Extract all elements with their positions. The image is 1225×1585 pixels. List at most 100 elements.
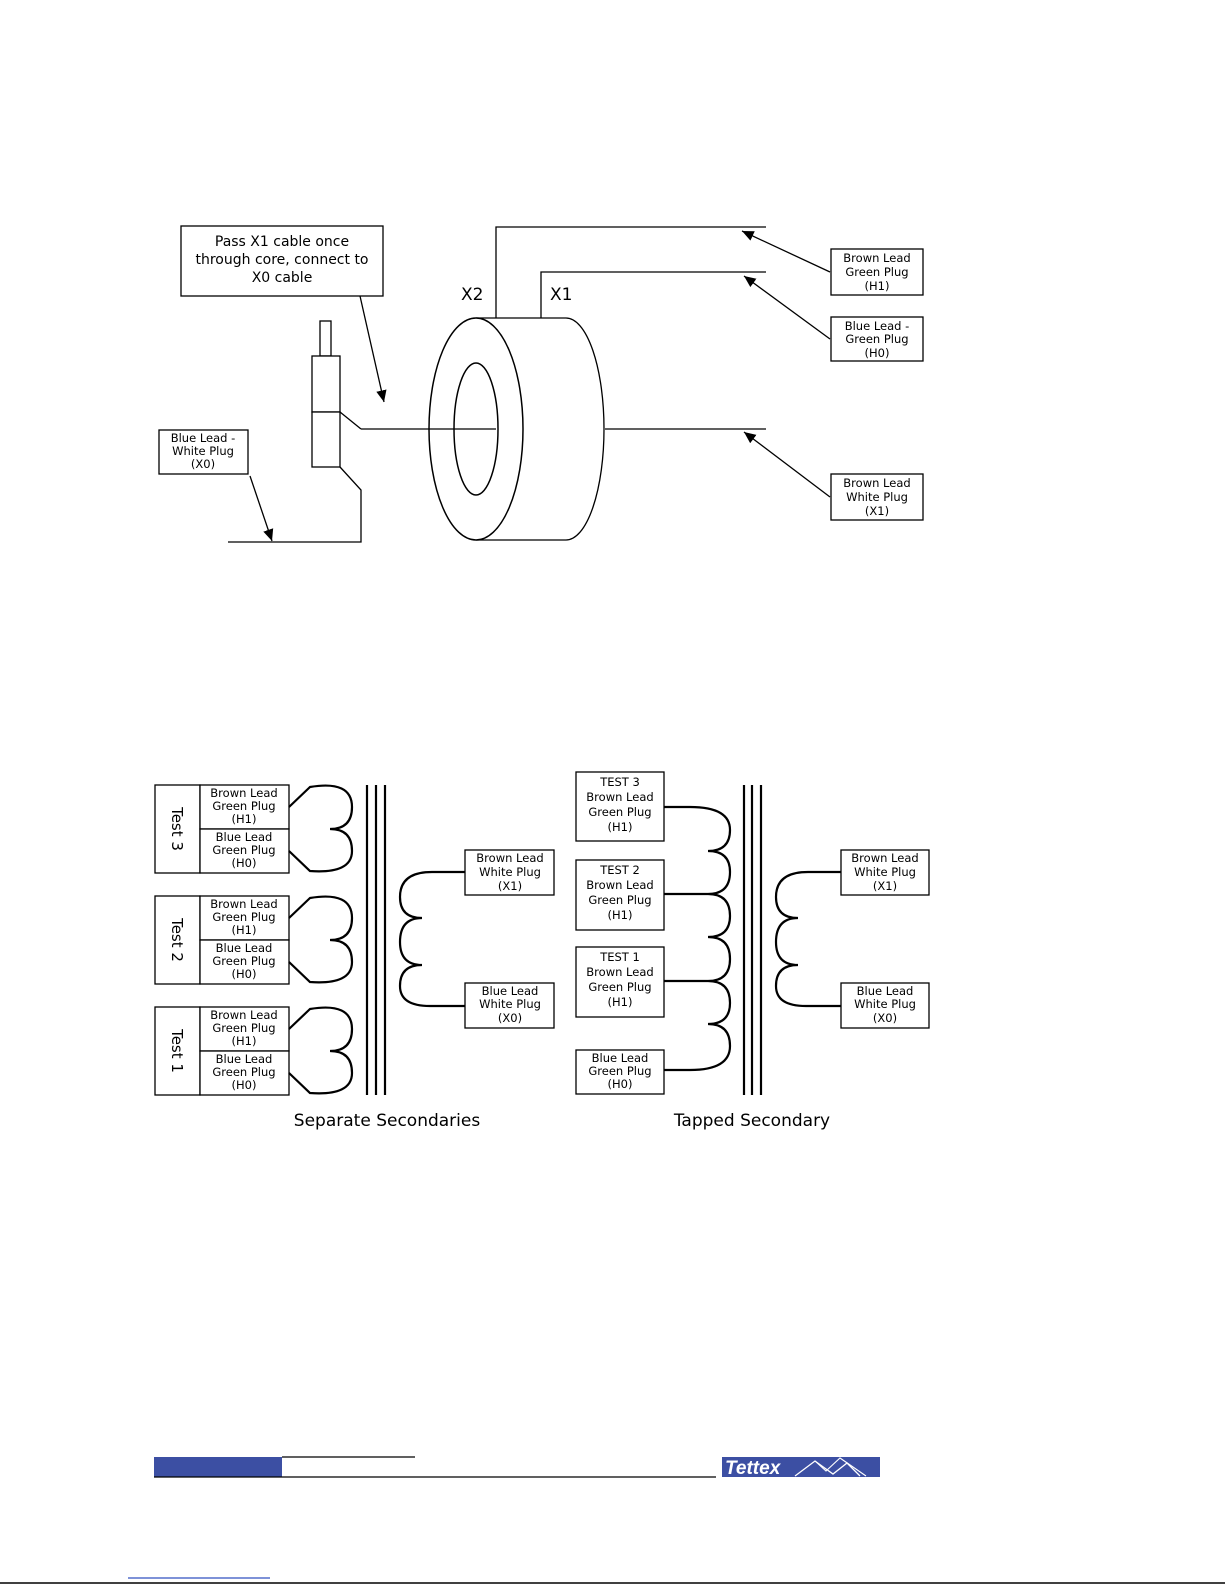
svg-text:Brown Lead: Brown Lead [586,790,653,804]
svg-text:Green Plug: Green Plug [212,1021,275,1035]
logo-wave-icon [794,1460,861,1477]
svg-text:(H0): (H0) [232,967,257,981]
svg-text:(H0): (H0) [232,856,257,870]
svg-text:Green Plug: Green Plug [588,980,651,994]
svg-text:(H1): (H1) [865,279,890,293]
svg-text:TEST 3: TEST 3 [599,775,640,789]
svg-text:Blue Lead -: Blue Lead - [171,431,236,445]
test-2-label: Test 2 [168,917,186,962]
x1-label: X1 [550,285,572,305]
svg-text:Blue Lead: Blue Lead [482,984,539,998]
test-3-label: Test 3 [168,806,186,851]
sep-x0-label-box [464,982,555,1029]
svg-text:(H1): (H1) [608,908,633,922]
tapped-secondary-diagram: TEST 3 Brown Lead Green Plug (H1) TEST 2… [575,771,930,1131]
tap-x0-label-box [840,982,930,1029]
svg-text:Green Plug: Green Plug [212,843,275,857]
svg-text:Brown Lead: Brown Lead [843,476,910,490]
separate-secondaries-diagram: Test 3 Brown Lead Green Plug (H1) Blue L… [154,784,555,1131]
svg-text:Brown Lead: Brown Lead [210,1008,277,1022]
test-1-label: Test 1 [168,1028,186,1073]
svg-text:White Plug: White Plug [479,865,541,879]
svg-text:Brown Lead: Brown Lead [210,897,277,911]
tap-test-1-box [575,946,665,1018]
h0-lead-label-box [830,316,924,362]
tapped-primary-coil [664,805,732,1072]
instruction-arrow [359,295,387,403]
x1-lead-label-box [830,473,924,521]
x1-lead [540,271,766,318]
svg-text:(X0): (X0) [191,457,215,471]
instruction-line-3: X0 cable [252,270,313,286]
h1-lead-label-box [830,248,924,296]
page-footer: Tettex [0,1456,1225,1584]
svg-text:(H1): (H1) [608,820,633,834]
instruction-box [180,225,384,297]
svg-text:(X0): (X0) [873,1011,897,1025]
svg-text:(H1): (H1) [608,995,633,1009]
instruction-line-2: through core, connect to [196,252,369,268]
x0-lead-label-box [158,429,249,475]
svg-text:Green Plug: Green Plug [212,1065,275,1079]
test-3-box [154,784,201,874]
svg-text:Brown Lead: Brown Lead [586,965,653,979]
svg-text:(H1): (H1) [232,1034,257,1048]
svg-text:Brown Lead: Brown Lead [843,251,910,265]
svg-text:(H1): (H1) [232,812,257,826]
svg-text:Blue Lead: Blue Lead [592,1051,649,1065]
sep-x1-label-box [464,849,555,896]
footer-color-bar [154,1457,282,1477]
svg-text:(X1): (X1) [865,504,889,518]
svg-text:Green Plug: Green Plug [212,954,275,968]
svg-text:Green Plug: Green Plug [212,799,275,813]
instruction-line-1: Pass X1 cable once [215,234,349,250]
svg-text:White Plug: White Plug [854,997,916,1011]
svg-text:(H0): (H0) [608,1077,633,1091]
logo-text: Tettex [725,1458,782,1479]
x0-cable [228,466,362,543]
ct-connection-diagram: Pass X1 cable once through core, connect… [158,225,924,543]
svg-text:White Plug: White Plug [854,865,916,879]
svg-text:Green Plug: Green Plug [588,805,651,819]
svg-text:Blue Lead -: Blue Lead - [845,319,910,333]
svg-text:Green Plug: Green Plug [588,893,651,907]
svg-text:Green Plug: Green Plug [212,910,275,924]
tap-x1-label-box [840,849,930,896]
separate-secondaries-caption: Separate Secondaries [294,1111,481,1131]
svg-text:White Plug: White Plug [479,997,541,1011]
test-3-coil [288,784,354,873]
svg-text:Blue Lead: Blue Lead [216,1052,273,1066]
svg-text:White Plug: White Plug [846,490,908,504]
svg-text:Brown Lead: Brown Lead [476,851,543,865]
svg-text:Blue Lead: Blue Lead [857,984,914,998]
svg-text:Brown Lead: Brown Lead [851,851,918,865]
test-2-coil [288,895,354,984]
svg-text:White Plug: White Plug [172,444,234,458]
svg-text:Blue Lead: Blue Lead [216,830,273,844]
svg-text:Blue Lead: Blue Lead [216,941,273,955]
svg-text:TEST 2: TEST 2 [599,863,640,877]
tapped-secondary-coil [774,870,841,1008]
test-1-coil [288,1006,354,1095]
svg-text:(X0): (X0) [498,1011,522,1025]
svg-text:(H0): (H0) [865,346,890,360]
secondary-coil [398,870,465,1008]
cable-connector [311,320,341,468]
svg-text:TEST 1: TEST 1 [599,950,640,964]
svg-text:Brown Lead: Brown Lead [586,878,653,892]
x2-lead [495,226,766,318]
svg-text:Green Plug: Green Plug [845,332,908,346]
test-1-box [154,1006,201,1096]
svg-text:(H1): (H1) [232,923,257,937]
svg-text:(X1): (X1) [873,879,897,893]
svg-text:Green Plug: Green Plug [845,265,908,279]
svg-text:Green Plug: Green Plug [588,1064,651,1078]
svg-text:(H0): (H0) [232,1078,257,1092]
tapped-secondary-caption: Tapped Secondary [673,1111,830,1131]
test-2-box [154,895,201,985]
tettex-logo: Tettex [722,1457,880,1479]
svg-text:Brown Lead: Brown Lead [210,786,277,800]
svg-text:(X1): (X1) [498,879,522,893]
x2-label: X2 [461,285,483,305]
tap-h0-box [575,1049,665,1095]
